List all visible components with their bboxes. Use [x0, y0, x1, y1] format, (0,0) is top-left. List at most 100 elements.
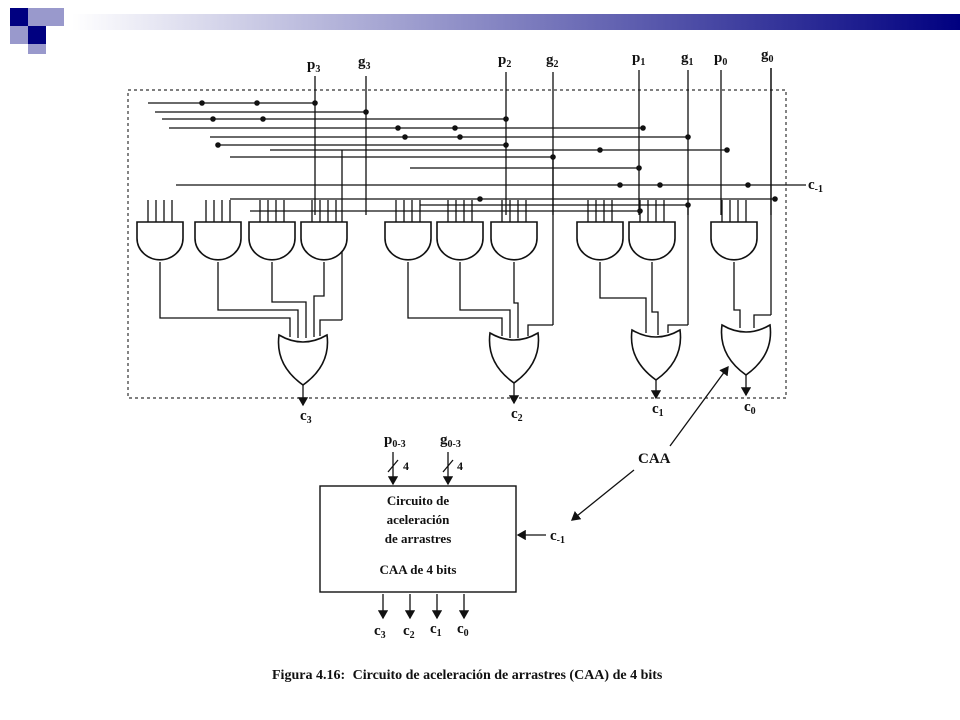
- decor-square-light: [46, 8, 64, 26]
- block-output-label-c2: c2: [403, 623, 415, 641]
- caption-text: Circuito de aceleración de arrastres (CA…: [353, 668, 663, 683]
- output-label-c1: c1: [652, 401, 664, 419]
- slide-decoration: [0, 0, 960, 60]
- decor-gradient-bar: [72, 14, 960, 30]
- junction-dot: [254, 100, 260, 106]
- junction-dot: [312, 100, 318, 106]
- block-subtitle: CAA de 4 bits: [380, 562, 457, 577]
- output-label-c3: c3: [300, 408, 312, 426]
- block-title-line-1: Circuito de: [387, 493, 449, 508]
- or-input-route: [313, 290, 325, 337]
- and-gate: [576, 221, 624, 261]
- junction-dot: [215, 142, 221, 148]
- input-label-p1: p1: [632, 50, 645, 68]
- or-input-route: [667, 324, 688, 333]
- junction-dot: [395, 125, 401, 131]
- and-gate: [248, 221, 296, 261]
- block-title-line-3: de arrastres: [385, 531, 452, 546]
- block-output-label-c1: c1: [430, 621, 442, 639]
- junction-dot: [402, 134, 408, 140]
- junction-dot: [363, 109, 369, 115]
- or-input-route: [753, 314, 771, 328]
- junction-dot: [260, 116, 266, 122]
- junction-dot: [597, 147, 603, 153]
- input-label-g2: g2: [546, 52, 559, 70]
- junction-dot: [636, 165, 642, 171]
- output-label-c0: c0: [744, 399, 756, 417]
- and-gate: [490, 221, 538, 261]
- input-label-g3: g3: [358, 54, 371, 72]
- block-output-label-c3: c3: [374, 623, 386, 641]
- junction-dot: [657, 182, 663, 188]
- junction-dot: [724, 147, 730, 153]
- junction-dot: [640, 125, 646, 131]
- wiring: [147, 68, 806, 407]
- or-input-route: [217, 290, 299, 338]
- or-input-route: [733, 290, 741, 328]
- caption-label: Figura 4.16:: [272, 668, 345, 683]
- junction-dot: [550, 154, 556, 160]
- junction-dot: [199, 100, 205, 106]
- caa-enclosure: [127, 89, 787, 399]
- caa-block: [319, 485, 517, 593]
- or-input-route: [513, 290, 519, 338]
- junction-dot: [772, 196, 778, 202]
- decor-square-dark: [28, 26, 46, 44]
- or-gate: [277, 333, 329, 386]
- and-gate: [136, 221, 184, 261]
- and-gate: [628, 221, 676, 261]
- junction-dot: [745, 182, 751, 188]
- caa-label: CAA: [638, 451, 671, 467]
- bus-width-g: 4: [457, 459, 463, 473]
- caa-arrow-to-block: [570, 469, 635, 521]
- or-input-route: [271, 290, 307, 338]
- caa-arrow-to-circuit: [669, 365, 729, 447]
- or-input-route: [527, 324, 553, 336]
- junction-dot: [685, 202, 691, 208]
- or-input-route: [599, 290, 647, 333]
- junction-dots: [199, 100, 778, 214]
- bus-slash-g: [442, 459, 454, 473]
- or-gate: [488, 331, 540, 384]
- and-gate: [300, 221, 348, 261]
- figure-caption: Figura 4.16: Circuito de aceleración de …: [272, 668, 663, 683]
- junction-dot: [503, 116, 509, 122]
- input-label-p0: p0: [714, 50, 727, 68]
- bus-width-p: 4: [403, 459, 409, 473]
- or-input-route: [459, 290, 511, 338]
- or-gate: [630, 328, 682, 381]
- junction-dot: [637, 208, 643, 214]
- or-input-route: [159, 290, 291, 337]
- block-title-line-2: aceleración: [387, 512, 451, 527]
- input-label-g0: g0: [761, 47, 774, 65]
- junction-dot: [477, 196, 483, 202]
- bus-slash-p: [387, 459, 399, 473]
- input-label-g1: g1: [681, 50, 694, 68]
- output-label-c2: c2: [511, 406, 523, 424]
- block-input-label-p: p0-3: [384, 432, 406, 450]
- decor-square-light: [10, 26, 28, 44]
- carry-in-label: c-1: [808, 177, 823, 195]
- junction-dot: [503, 142, 509, 148]
- input-label-p2: p2: [498, 52, 511, 70]
- decor-square-dark: [10, 8, 28, 26]
- decor-square-light: [28, 44, 46, 54]
- gates: [136, 221, 772, 386]
- and-gate: [194, 221, 242, 261]
- decor-square-light: [28, 8, 46, 26]
- block-input-label-g: g0-3: [440, 432, 461, 450]
- junction-dot: [452, 125, 458, 131]
- junction-dot: [685, 134, 691, 140]
- or-gate: [720, 323, 772, 376]
- junction-dot: [457, 134, 463, 140]
- and-gate: [436, 221, 484, 261]
- input-label-p3: p3: [307, 57, 320, 75]
- and-gate: [710, 221, 758, 261]
- block-output-label-c0: c0: [457, 621, 469, 639]
- or-input-route: [319, 319, 342, 336]
- and-gate: [384, 221, 432, 261]
- or-input-route: [407, 290, 503, 336]
- block-carry-in-label: c-1: [550, 528, 565, 546]
- or-input-route: [651, 290, 659, 335]
